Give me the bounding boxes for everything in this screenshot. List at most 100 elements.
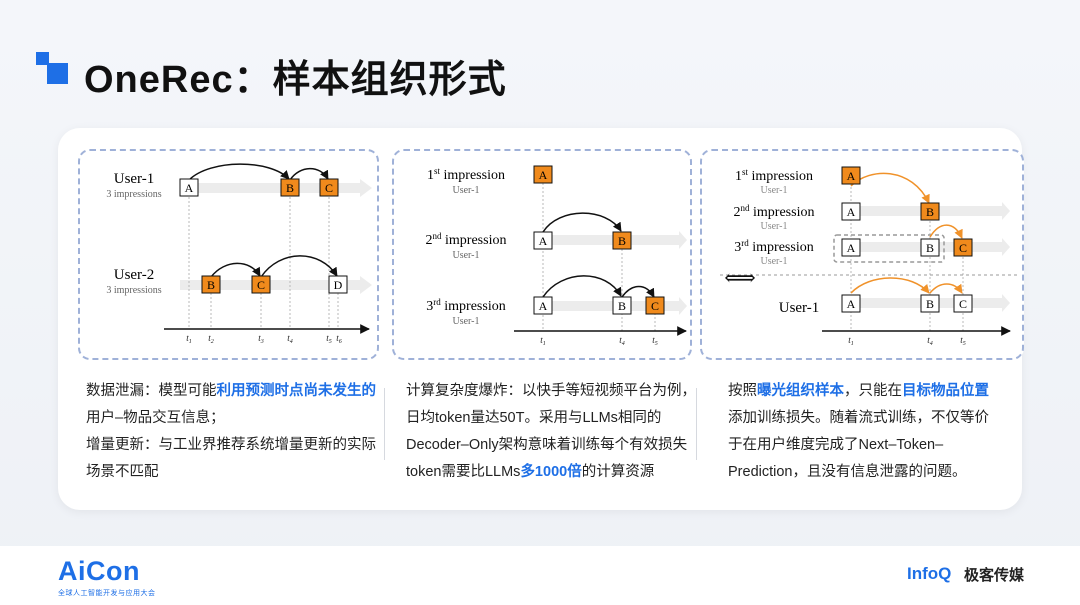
item-label: C: [325, 181, 333, 195]
impression-1-label: 1st impression: [735, 167, 813, 184]
svg-text:t5: t5: [652, 335, 658, 347]
item-box: B: [612, 296, 632, 315]
infoq-logo: InfoQ: [907, 564, 952, 583]
svg-text:t4: t4: [927, 335, 933, 347]
item-box: C: [953, 294, 973, 313]
impression-1-label: 1st impression: [427, 166, 505, 183]
item-label: A: [185, 181, 194, 195]
item-box: A: [533, 165, 553, 184]
item-label: B: [207, 278, 215, 292]
item-label: B: [926, 297, 934, 311]
desc-highlight: 曝光组织样本: [757, 383, 844, 399]
impression-2-label: 2nd impression: [734, 203, 815, 220]
desc-text: 场景不匹配: [86, 464, 159, 480]
item-label: A: [847, 205, 856, 219]
user1-label: User-1: [114, 171, 155, 187]
desc-text: 于在用户维度完成了Next–Token–: [728, 437, 944, 453]
desc-text: ，只能在: [844, 383, 902, 399]
desc-text: 的计算资源: [581, 464, 655, 480]
item-box: C: [645, 296, 665, 315]
title-logo-icon: [36, 52, 70, 86]
desc-text: 按照: [728, 383, 757, 399]
impression-2-label: 2nd impression: [426, 231, 507, 248]
item-box: C: [319, 178, 339, 197]
desc-highlight: 多1000倍: [520, 464, 582, 480]
diagram-panel-impression-samples: 1st impression User-1 2nd impression Use…: [392, 149, 692, 360]
item-label: C: [257, 278, 265, 292]
desc-exposure-organization: 按照曝光组织样本，只能在目标物品位置 添加训练损失。随着流式训练，不仅等价 于在…: [728, 378, 1008, 486]
item-box: A: [841, 238, 861, 257]
item-box: A: [533, 231, 553, 250]
user1-sub: 3 impressions: [106, 189, 161, 200]
svg-text:t2: t2: [208, 333, 214, 345]
impression-3-sub: User-1: [760, 256, 787, 267]
desc-highlight: 目标物品位置: [902, 383, 989, 399]
item-label: C: [959, 241, 967, 255]
desc-text: 增量更新：与工业界推荐系统增量更新的实际: [86, 437, 376, 453]
aicon-logo: AiCon: [58, 556, 140, 586]
item-label: B: [618, 234, 626, 248]
desc-text: token需要比LLMs: [406, 464, 521, 480]
equivalence-arrow-icon: ⟺: [724, 265, 756, 290]
user2-label-main: User-2: [114, 267, 155, 283]
svg-text:t1: t1: [540, 335, 546, 347]
item-label: A: [847, 297, 856, 311]
svg-text:t4: t4: [287, 333, 293, 345]
item-box: B: [280, 178, 300, 197]
item-label: A: [847, 241, 856, 255]
aicon-subtitle: 全球人工智能开发与应用大会: [58, 590, 156, 597]
item-box: A: [179, 178, 199, 197]
item-box: B: [920, 294, 940, 313]
desc-text: 添加训练损失。随着流式训练，不仅等价: [728, 410, 989, 426]
item-box: C: [953, 238, 973, 257]
desc-data-leakage: 数据泄漏：模型可能利用预测时点尚未发生的 用户–物品交互信息； 增量更新：与工业…: [86, 378, 376, 486]
item-box: B: [920, 238, 940, 257]
impression-1-sub: User-1: [760, 185, 787, 196]
item-label: B: [618, 299, 626, 313]
desc-text: 计算复杂度爆炸：以快手等短视频平台为例，: [406, 383, 696, 399]
item-box: C: [251, 275, 271, 294]
divider: [696, 388, 697, 460]
impression-2-sub: User-1: [760, 221, 787, 232]
desc-text: Prediction，且没有信息泄露的问题。: [728, 464, 967, 480]
desc-compute-complexity: 计算复杂度爆炸：以快手等短视频平台为例， 日均token量达50T。采用与LLM…: [406, 378, 696, 486]
item-label: C: [651, 299, 659, 313]
item-box: B: [920, 202, 940, 221]
item-label: A: [539, 299, 548, 313]
infoq-brand-name: 极客传媒: [964, 567, 1025, 584]
item-box: B: [201, 275, 221, 294]
desc-text: Decoder–Only架构意味着训练每个有效损失: [406, 437, 688, 453]
svg-text:t6: t6: [336, 333, 342, 345]
item-label: C: [959, 297, 967, 311]
svg-text:t1: t1: [186, 333, 192, 345]
item-box: A: [841, 166, 861, 185]
item-box: A: [841, 202, 861, 221]
bottom-user-label: User-1: [779, 300, 820, 316]
impression-2-sub: User-1: [452, 250, 479, 261]
user2-sub: 3 impressions: [106, 285, 161, 296]
svg-text:t5: t5: [960, 335, 966, 347]
item-box: D: [328, 275, 348, 294]
item-box: A: [533, 296, 553, 315]
desc-text: 日均token量达50T。采用与LLMs相同的: [406, 410, 662, 426]
svg-text:t4: t4: [619, 335, 625, 347]
item-box: B: [612, 231, 632, 250]
desc-text: 数据泄漏：模型可能: [86, 383, 217, 399]
impression-1-sub: User-1: [452, 185, 479, 196]
item-label: B: [926, 241, 934, 255]
item-label: B: [286, 181, 294, 195]
item-label: B: [926, 205, 934, 219]
impression-3-label: 3rd impression: [734, 238, 813, 255]
item-label: A: [539, 234, 548, 248]
impression-3-label: 3rd impression: [426, 297, 505, 314]
page-title: OneRec：样本组织形式: [84, 59, 507, 101]
diagram-panel-user-sequences: User-1 3 impressions User-1 User-2 3 imp…: [78, 149, 379, 360]
svg-text:t5: t5: [326, 333, 332, 345]
footer-bar: [0, 546, 1080, 605]
desc-text: 用户–物品交互信息；: [86, 410, 225, 426]
item-box: A: [841, 294, 861, 313]
svg-text:t3: t3: [258, 333, 264, 345]
item-label: A: [539, 168, 548, 182]
desc-highlight: 利用预测时点尚未发生的: [216, 383, 377, 399]
item-label: A: [847, 169, 856, 183]
